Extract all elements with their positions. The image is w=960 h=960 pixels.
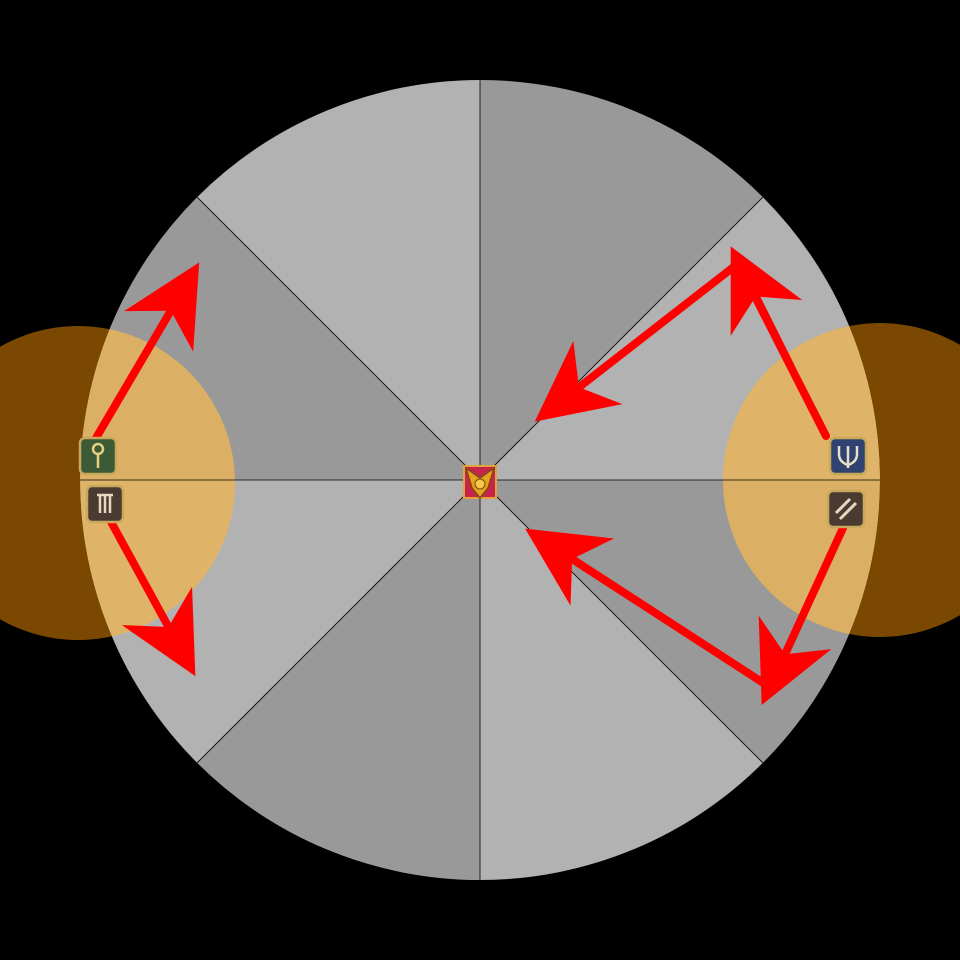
arrow-dps-right-b [525, 528, 769, 688]
movement-arrows [92, 246, 847, 706]
arrow-healer-left [92, 262, 200, 442]
aoe-left [0, 326, 235, 640]
arrow-tank-right-b [534, 258, 744, 422]
arrow-dps-left [106, 516, 196, 677]
dps-icon [826, 489, 866, 529]
healer-icon [78, 436, 118, 476]
dps-icon [85, 484, 125, 524]
arena-slice [197, 480, 480, 880]
boss-icon [463, 465, 497, 500]
arrow-dps-right-a [758, 524, 847, 706]
arrow-tank-right-a-head [730, 246, 803, 369]
arena-slice [197, 80, 480, 480]
tank-icon [828, 436, 868, 476]
